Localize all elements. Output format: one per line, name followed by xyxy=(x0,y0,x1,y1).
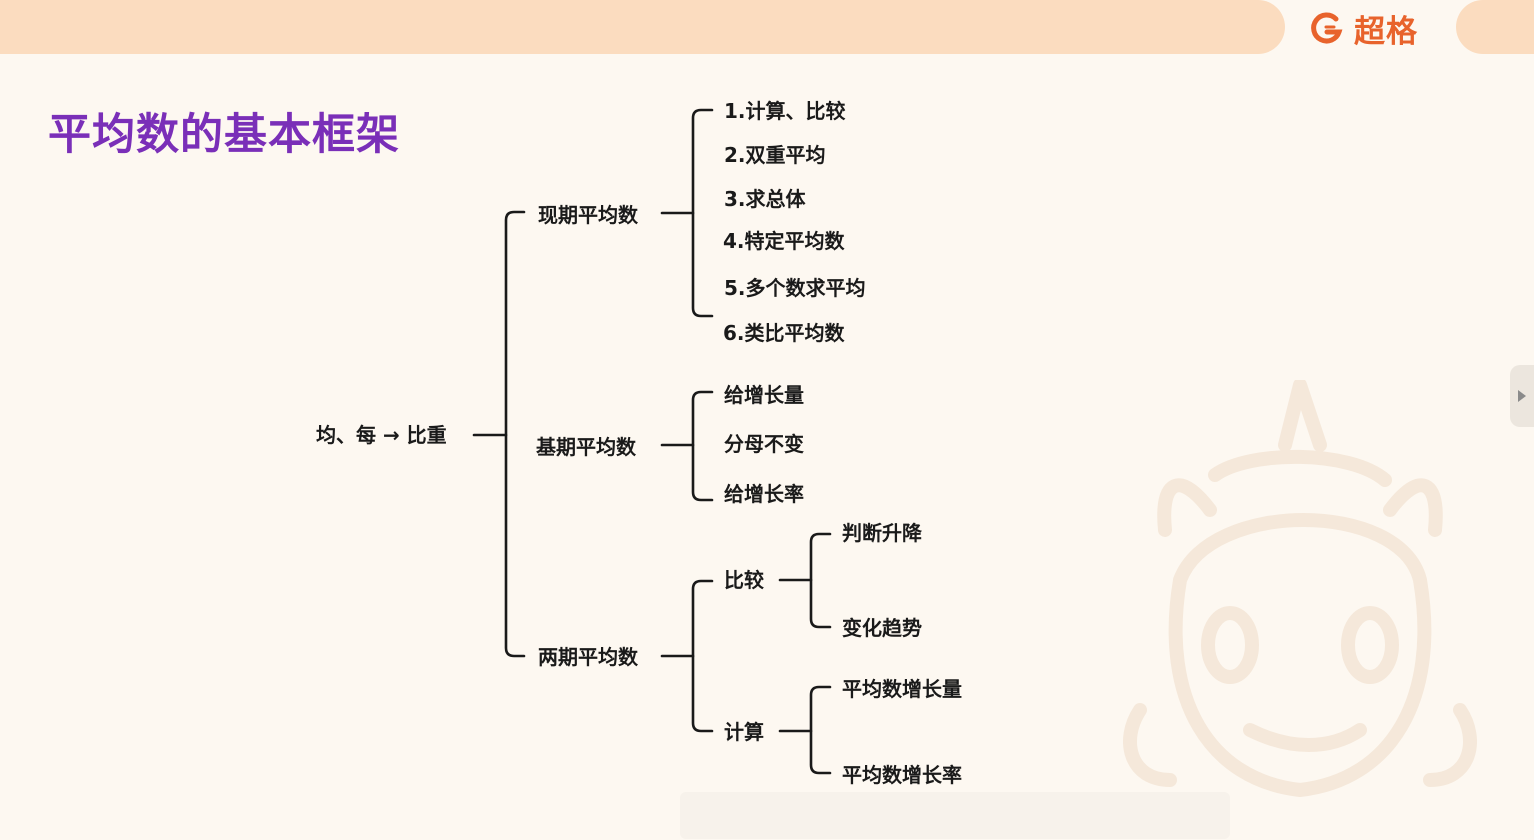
brand-name: 超格 xyxy=(1354,13,1418,50)
brand-logo: 超格 xyxy=(1308,8,1418,50)
chevron-right-icon xyxy=(1518,390,1526,402)
brand-g-icon xyxy=(1311,12,1343,44)
leaf-node: 6.类比平均数 xyxy=(723,321,845,345)
leaf-node: 2.双重平均 xyxy=(724,143,826,167)
side-panel-toggle[interactable] xyxy=(1510,365,1534,427)
subtitle-overlay xyxy=(680,792,1230,839)
leaf-node: 4.特定平均数 xyxy=(723,229,845,253)
root-node: 均、每 → 比重 xyxy=(316,423,447,447)
unicorn-watermark-icon xyxy=(1123,380,1477,797)
node-base-period-average: 基期平均数 xyxy=(536,435,636,459)
leaf-node: 平均数增长率 xyxy=(842,763,962,787)
leaf-node: 判断升降 xyxy=(842,521,922,545)
node-two-period-average: 两期平均数 xyxy=(538,645,638,669)
slide-title: 平均数的基本框架 xyxy=(48,110,400,160)
leaf-node: 3.求总体 xyxy=(724,187,806,211)
node-current-period-average: 现期平均数 xyxy=(538,203,638,227)
leaf-node: 分母不变 xyxy=(724,432,804,456)
node-compare: 比较 xyxy=(724,568,764,592)
leaf-node: 变化趋势 xyxy=(842,616,922,640)
leaf-node: 5.多个数求平均 xyxy=(724,276,866,300)
leaf-node: 给增长量 xyxy=(724,383,804,407)
top-banner-right xyxy=(1456,0,1534,54)
leaf-node: 给增长率 xyxy=(724,482,804,506)
leaf-node: 平均数增长量 xyxy=(842,677,962,701)
leaf-node: 1.计算、比较 xyxy=(724,99,846,123)
node-calculate: 计算 xyxy=(724,720,764,744)
top-banner xyxy=(0,0,1285,54)
